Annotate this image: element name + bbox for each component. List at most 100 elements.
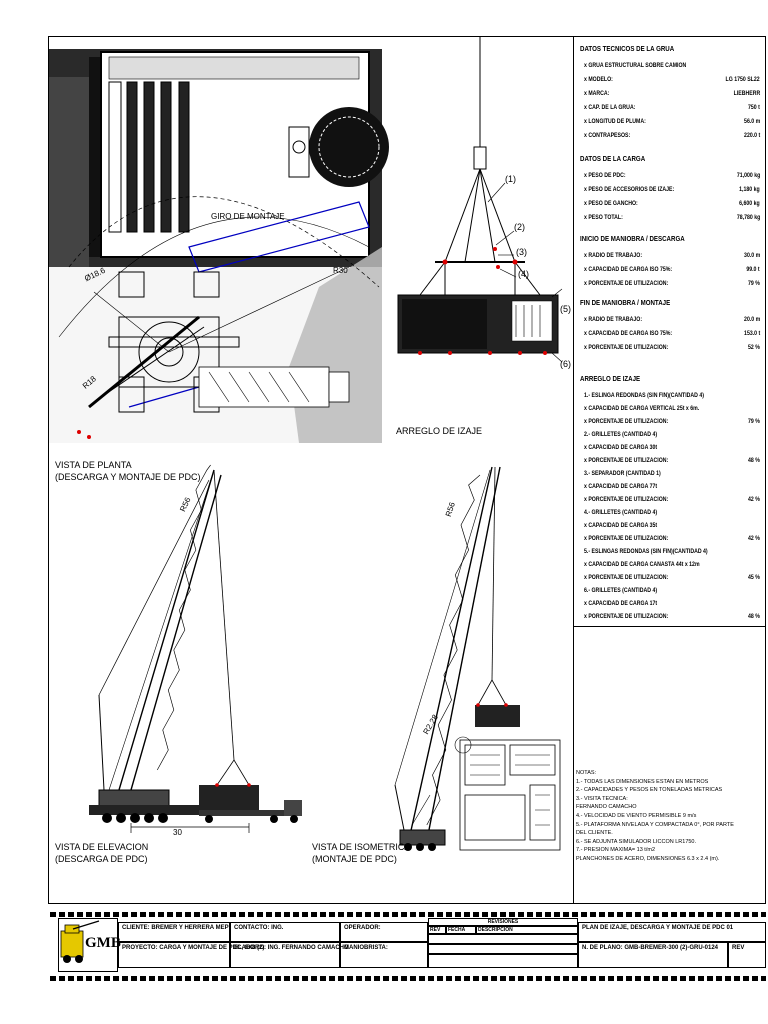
sec2_rows-row-label: x PESO DE GANCHO: (584, 200, 638, 207)
giro-label: GIRO DE MONTAJE (211, 212, 285, 221)
vista-elevacion-subtitle: (DESCARGA DE PDC) (55, 854, 148, 864)
drawing-frame (48, 36, 766, 904)
sec3-title: INICIO DE MANIOBRA / DESCARGA (580, 234, 685, 243)
note-line: PLANCHONES DE ACERO, DIMENSIONES 6.3 x 2… (576, 856, 720, 862)
technical-data-panel: DATOS TECNICOS DE LA GRUA DATOS DE LA CA… (573, 36, 766, 904)
note-line: 6.- SE ADJUNTA SIMULADOR LICCON LR1750. (576, 838, 697, 845)
sec5_rows-row-label: x PORCENTAJE DE UTILIZACION: (584, 418, 669, 425)
elevation-drawing (89, 464, 302, 833)
rigging-drawing (397, 37, 563, 363)
sec5_rows-row-label: x CAPACIDAD DE CARGA VERTICAL 25t x 6m. (584, 405, 700, 412)
note-line: 3.- VISITA TECNICA: (576, 795, 628, 802)
r30-label: R30 (333, 266, 348, 275)
callout-4: (4) (518, 269, 529, 279)
sec5_rows-row-label: 5.- ESLINGAS REDONDAS (SIN FIN)(CANTIDAD… (584, 548, 708, 555)
operador-cell: OPERADOR: (340, 922, 428, 942)
revisiones-header: REVISIONES (428, 918, 578, 926)
sec1_rows-row-value: 56.0 m (743, 118, 760, 125)
dashed-border-bottom (50, 976, 766, 981)
note-line: FERNANDO CAMACHO (576, 804, 637, 811)
sec1_rows-row-label: x MODELO: (584, 76, 613, 83)
sec2_rows-row-label: x PESO DE PDC: (584, 172, 626, 179)
sec1_rows-row-label: x CONTRAPESOS: (584, 132, 631, 139)
note-line: 4.- VELOCIDAD DE VIENTO PERMISIBLE 9 m/s (576, 813, 697, 819)
dashed-border-top (50, 912, 766, 917)
isometric-drawing (394, 466, 561, 851)
sec1_rows-row-label: x GRUA ESTRUCTURAL SOBRE CAMION (584, 62, 687, 69)
sec1-title: DATOS TECNICOS DE LA GRUA (580, 44, 675, 53)
note-line: NOTAS: (576, 770, 597, 776)
note-line: 2.- CAPACIDADES Y PESOS EN TONELADAS MET… (576, 787, 723, 794)
sec1_rows-row-label: x MARCA: (584, 90, 610, 97)
plano-number-cell: N. DE PLANO: GMB-BREMER-300 (2)-GRU-0124 (578, 942, 728, 968)
sec2_rows-row-value: 71,000 kg (736, 172, 760, 179)
rev-row-2 (428, 944, 578, 954)
vista-planta-title: VISTA DE PLANTA (55, 460, 132, 470)
sec1_rows-row-label: x LONGITUD DE PLUMA: (584, 118, 646, 125)
note-line: 1.- TODAS LAS DIMENSIONES ESTAN EN METRO… (576, 778, 709, 785)
vista-elevacion-title: VISTA DE ELEVACION (55, 842, 149, 852)
sec5_rows-row-value: 48 % (748, 457, 760, 464)
sec1_rows-row-value: LG 1750 SL22 (725, 76, 760, 83)
sec5_rows-row-value: 79 % (748, 418, 760, 425)
sec3_rows-row-value: 30.0 m (743, 252, 760, 259)
sec2_rows-row-value: 1,180 kg (739, 186, 760, 193)
fecha-col-header: FECHA (446, 926, 476, 934)
callout-1: (1) (505, 174, 516, 184)
rev-row-1 (428, 934, 578, 944)
rev-cell: REV (728, 942, 766, 968)
sec4_rows-row-label: x RADIO DE TRABAJO: (584, 316, 643, 323)
sec4_rows-row-value: 153.0 t (743, 330, 760, 337)
sec5_rows-row-label: x PORCENTAJE DE UTILIZACION: (584, 535, 669, 542)
sec5_rows-row-label: 4.- GRILLETES (CANTIDAD 4) (584, 509, 658, 516)
sec3_rows-row-value: 99.0 t (746, 266, 760, 273)
sec3_rows-row-value: 79 % (748, 280, 760, 287)
sec5_rows-row-label: 3.- SEPARADOR (CANTIDAD 1) (584, 470, 661, 477)
sec2_rows-row-label: x PESO TOTAL: (584, 214, 623, 221)
sec5_rows-row-label: x PORCENTAJE DE UTILIZACION: (584, 496, 669, 503)
descripcion-col-header: DESCRIPCION (476, 926, 578, 934)
title-block: GMB CLIENTE: BREMER Y HERRERA MEP CONTAC… (48, 918, 766, 972)
note-line: 5.- PLATAFORMA NIVELADA Y COMPACTADA 0°,… (576, 821, 734, 828)
sec5_rows-row-value: 42 % (748, 496, 760, 503)
maniobrista-cell: MANIOBRISTA: (340, 942, 428, 968)
company-logo: GMB (58, 918, 121, 972)
note-line: 7.- PRESION MAXIMA= 13 t/m2 (576, 847, 656, 854)
plan-title-cell: PLAN DE IZAJE, DESCARGA Y MONTAJE DE PDC… (578, 922, 766, 942)
sec5_rows-row-label: x CAPACIDAD DE CARGA 77t (584, 483, 658, 490)
vista-isometrica-title: VISTA DE ISOMETRICA (312, 842, 411, 852)
callout-2: (2) (514, 222, 525, 232)
sec2_rows-row-value: 78,780 kg (736, 214, 760, 221)
proyecto-cell: PROYECTO: CARGA Y MONTAJE DE PDC, 8X8 (2… (118, 942, 264, 968)
sec5_rows-row-label: 6.- GRILLETES (CANTIDAD 4) (584, 587, 658, 594)
sec5_rows-row-value: 45 % (748, 574, 760, 581)
sec5_rows-row-label: x CAPACIDAD DE CARGA CANASTA 44t x 12m (584, 561, 700, 568)
sec1_rows-row-value: LIEBHERR (733, 90, 760, 97)
rev-col-header: REV (428, 926, 446, 934)
sec5-title: ARREGLO DE IZAJE (580, 374, 641, 383)
plan-view-drawing (49, 37, 389, 443)
contacto-cell: CONTACTO: ING. (230, 922, 340, 942)
sec2_rows-row-label: x PESO DE ACCESORIOS DE IZAJE: (584, 186, 675, 193)
sec5_rows-row-label: x PORCENTAJE DE UTILIZACION: (584, 457, 669, 464)
dim-30-label: 30 (173, 828, 182, 837)
vista-planta-subtitle: (DESCARGA Y MONTAJE DE PDC) (55, 472, 201, 482)
rev-row-3 (428, 954, 578, 968)
sec4_rows-row-value: 20.0 m (743, 316, 760, 323)
sec4-title: FIN DE MANIOBRA / MONTAJE (580, 298, 671, 307)
sec3_rows-row-label: x RADIO DE TRABAJO: (584, 252, 643, 259)
sec1_rows-row-value: 750 t (748, 104, 760, 111)
sec5_rows-row-label: x CAPACIDAD DE CARGA 17t (584, 600, 658, 607)
sec2_rows-row-value: 6,600 kg (739, 200, 760, 207)
cliente-cell: CLIENTE: BREMER Y HERRERA MEP (118, 922, 230, 942)
sec5_rows-row-value: 42 % (748, 535, 760, 542)
sec1_rows-row-value: 220.0 t (743, 132, 760, 139)
sec4_rows-row-label: x CAPACIDAD DE CARGA ISO 75%: (584, 330, 673, 337)
sec5_rows-row-value: 48 % (748, 613, 760, 620)
sec4_rows-row-label: x PORCENTAJE DE UTILIZACION: (584, 344, 669, 351)
sec5_rows-row-label: 2.- GRILLETES (CANTIDAD 4) (584, 431, 658, 438)
sec5_rows-row-label: x PORCENTAJE DE UTILIZACION: (584, 613, 669, 620)
sec3_rows-row-label: x CAPACIDAD DE CARGA ISO 75%: (584, 266, 673, 273)
sec3_rows-row-label: x PORCENTAJE DE UTILIZACION: (584, 280, 669, 287)
sec2-title: DATOS DE LA CARGA (580, 154, 646, 163)
